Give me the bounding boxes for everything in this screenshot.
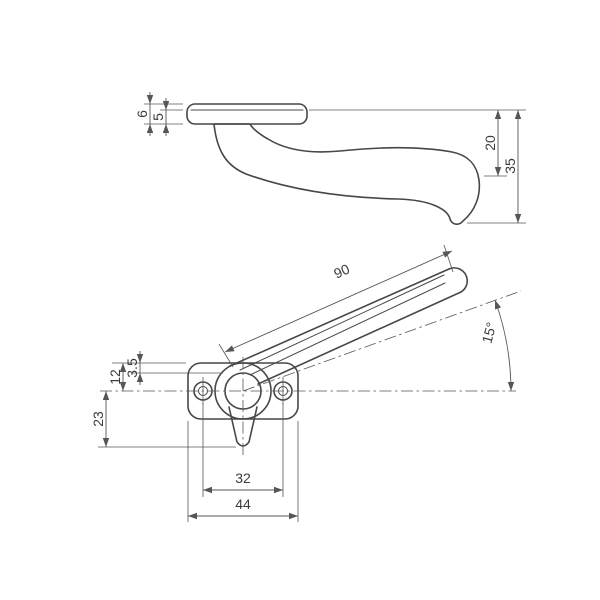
plan-view: 15° 90 3.5 12 23 [90,244,522,522]
dim-label-44: 44 [235,496,251,512]
dimension-lever-length: 90 [218,244,454,368]
dimension-left-stack: 3.5 12 23 [90,351,236,448]
angle-arc [494,299,515,392]
dim-label-35: 35 [502,158,518,174]
dimension-lever-angle: 15° [479,299,515,392]
dim-label-20: 20 [482,135,498,151]
handle-profile [213,123,481,225]
lever-inner-edge-1 [239,274,445,371]
dim-label-6: 6 [134,110,150,118]
rosette-plate-side [186,103,308,125]
dim-label-15deg: 15° [479,320,500,345]
dim-label-12: 12 [107,369,123,385]
lever-upper-edge [229,268,450,367]
lever-centerline [242,290,522,392]
dim-label-5: 5 [150,113,166,121]
side-view: 6 5 20 35 [134,92,526,225]
dimension-bottom-stack: 32 44 [187,403,299,522]
lever-lower-edge [257,291,462,385]
extension-line [443,244,454,273]
dimension-plate-thickness: 6 5 [134,92,183,136]
lever-tip-arc [448,267,469,293]
extension-line [218,343,234,368]
dimension-line [224,250,453,353]
dimension-handle-drop: 20 35 [309,109,526,224]
dim-label-90: 90 [331,261,352,282]
dim-label-3-5: 3.5 [124,358,140,378]
dim-label-23: 23 [90,411,106,427]
dim-label-32: 32 [235,470,251,486]
